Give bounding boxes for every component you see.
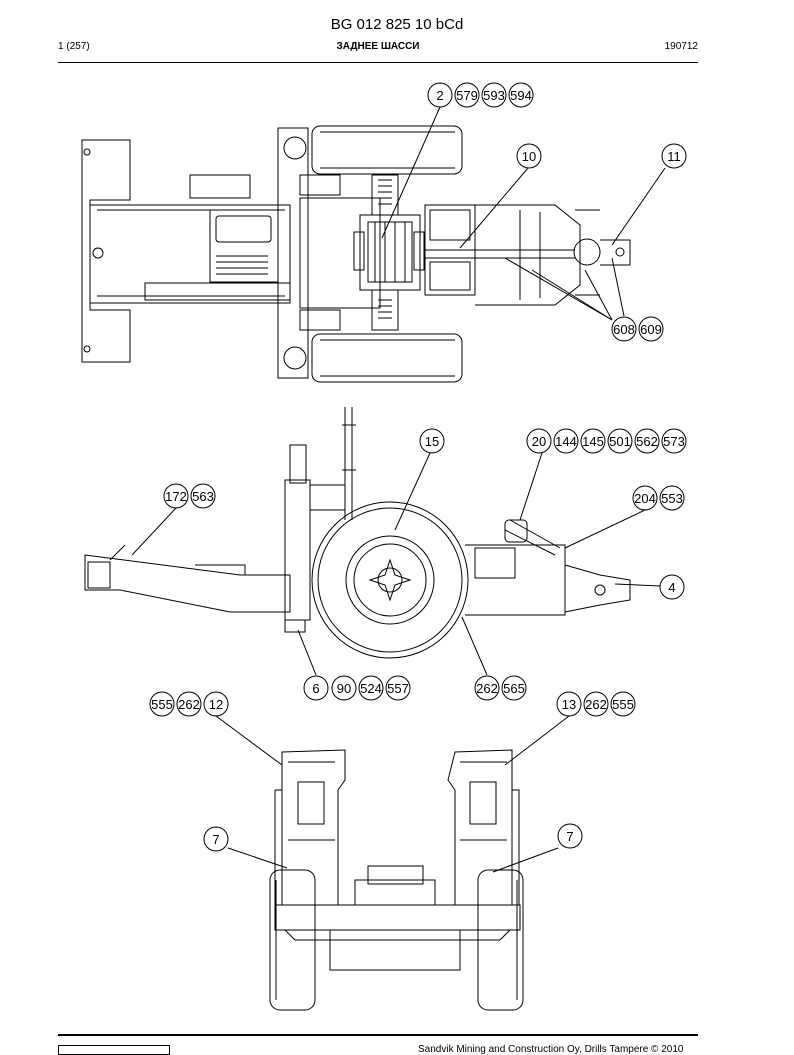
svg-text:15: 15 [425, 434, 439, 449]
side-view-drawing [84, 407, 631, 659]
svg-text:20: 20 [532, 434, 546, 449]
callout-2: 2 [427, 82, 453, 108]
section-title: ЗАДНЕЕ ШАССИ [336, 41, 420, 52]
top-view-drawing [81, 125, 631, 383]
header-row: 1 (257) ЗАДНЕЕ ШАССИ 190712 [58, 41, 698, 55]
callout-144: 144 [553, 428, 579, 454]
callout-262-side: 262 [474, 675, 500, 701]
footer-rule [58, 1034, 698, 1036]
svg-text:563: 563 [192, 489, 214, 504]
rear-view-drawing [269, 749, 524, 1011]
callout-563: 563 [190, 483, 216, 509]
callout-13: 13 [556, 691, 582, 717]
callout-11: 11 [661, 143, 687, 169]
callout-90: 90 [331, 675, 357, 701]
callouts-rear-view: 555 262 12 13 262 555 7 7 [149, 691, 636, 852]
svg-text:13: 13 [562, 697, 576, 712]
callout-145: 145 [580, 428, 606, 454]
svg-text:204: 204 [634, 491, 656, 506]
svg-text:555: 555 [151, 697, 173, 712]
footer-copyright: Sandvik Mining and Construction Oy, Dril… [418, 1044, 684, 1055]
svg-text:262: 262 [476, 681, 498, 696]
callout-555-left: 555 [149, 691, 175, 717]
date-code: 190712 [664, 41, 698, 52]
svg-text:553: 553 [661, 491, 683, 506]
sandvik-logo [58, 1045, 170, 1055]
svg-text:562: 562 [636, 434, 658, 449]
svg-text:608: 608 [613, 322, 635, 337]
callouts-top-view: 2 579 593 594 10 11 608 609 [427, 82, 687, 342]
svg-text:573: 573 [663, 434, 685, 449]
svg-text:262: 262 [585, 697, 607, 712]
callout-7-left: 7 [203, 826, 229, 852]
callout-609: 609 [638, 316, 664, 342]
callout-7-right: 7 [557, 823, 583, 849]
svg-text:10: 10 [522, 149, 536, 164]
leader-lines [131, 106, 666, 873]
callout-10: 10 [516, 143, 542, 169]
callout-15: 15 [419, 428, 445, 454]
callout-608: 608 [611, 316, 637, 342]
svg-text:555: 555 [612, 697, 634, 712]
svg-text:7: 7 [566, 829, 573, 844]
callout-262-right: 262 [583, 691, 609, 717]
callout-501: 501 [607, 428, 633, 454]
callout-12: 12 [203, 691, 229, 717]
svg-text:594: 594 [510, 88, 532, 103]
svg-text:12: 12 [209, 697, 223, 712]
svg-text:593: 593 [483, 88, 505, 103]
callout-593: 593 [481, 82, 507, 108]
callouts-side-view: 15 20 144 145 501 562 573 172 563 204 55… [163, 428, 687, 701]
svg-text:172: 172 [165, 489, 187, 504]
callout-553: 553 [659, 485, 685, 511]
callout-573: 573 [661, 428, 687, 454]
callout-524: 524 [358, 675, 384, 701]
svg-text:145: 145 [582, 434, 604, 449]
callout-557: 557 [385, 675, 411, 701]
page-indicator: 1 (257) [58, 41, 90, 52]
svg-text:7: 7 [212, 832, 219, 847]
callout-262-left: 262 [176, 691, 202, 717]
callout-562: 562 [634, 428, 660, 454]
callout-565: 565 [501, 675, 527, 701]
callout-204: 204 [632, 485, 658, 511]
callout-555-right: 555 [610, 691, 636, 717]
header-rule [58, 62, 698, 64]
svg-text:4: 4 [668, 580, 675, 595]
svg-text:11: 11 [667, 149, 681, 164]
callout-20: 20 [526, 428, 552, 454]
svg-text:501: 501 [609, 434, 631, 449]
svg-text:262: 262 [178, 697, 200, 712]
document-number: BG 012 825 10 bCd [330, 16, 464, 33]
svg-text:609: 609 [640, 322, 662, 337]
svg-text:90: 90 [337, 681, 351, 696]
svg-text:2: 2 [436, 88, 443, 103]
callout-594: 594 [508, 82, 534, 108]
callout-172: 172 [163, 483, 189, 509]
svg-text:579: 579 [456, 88, 478, 103]
callout-6: 6 [303, 675, 329, 701]
svg-text:565: 565 [503, 681, 525, 696]
callout-579: 579 [454, 82, 480, 108]
svg-text:524: 524 [360, 681, 382, 696]
svg-text:6: 6 [312, 681, 319, 696]
svg-text:144: 144 [555, 434, 577, 449]
callout-4: 4 [659, 574, 685, 600]
svg-text:557: 557 [387, 681, 409, 696]
